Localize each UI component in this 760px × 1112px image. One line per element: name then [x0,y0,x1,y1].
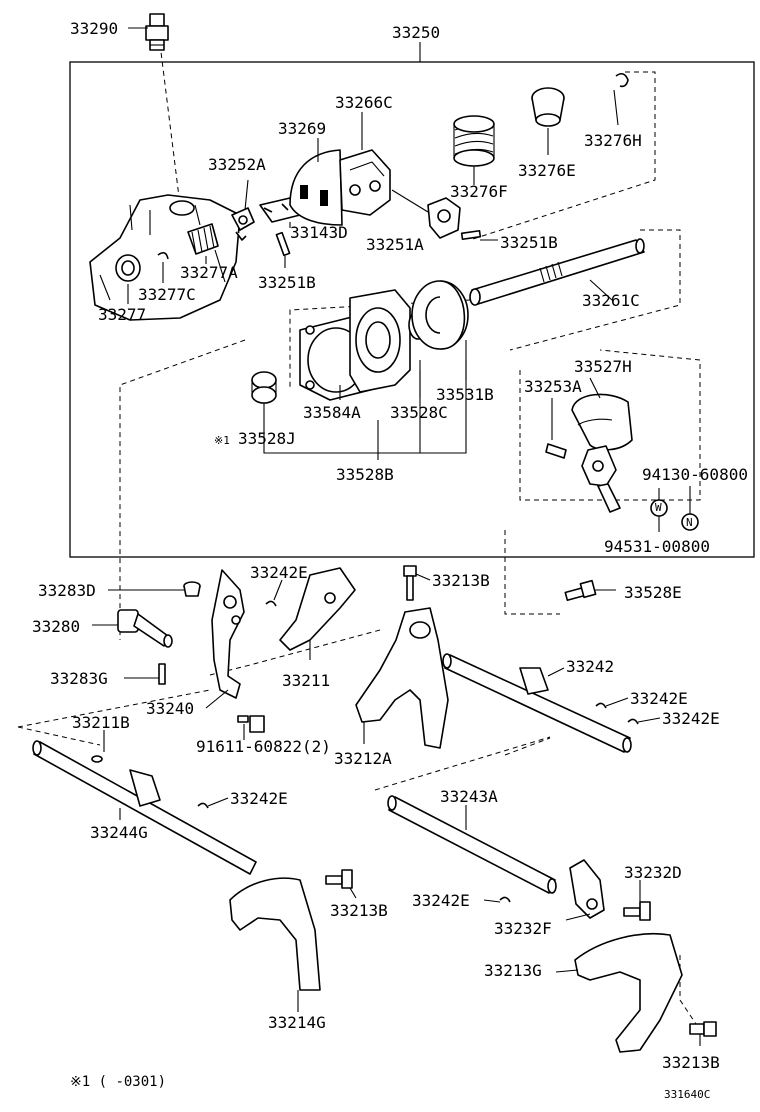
pin-33251B-mid [275,231,291,257]
bolt-33528E [564,579,597,601]
label-33242: 33242 [566,657,614,676]
part-labels: 33290 33250 33266C 33269 33276H 33252A 3… [32,19,748,1101]
pin-33251B-top [460,229,482,241]
label-33213b-a: 33213B [432,571,490,590]
spring-33276F [453,115,495,167]
label-33243a: 33243A [440,787,498,806]
label-33242e-c: 33242E [662,709,720,728]
shaft-33261C [469,238,645,306]
label-33290: 33290 [70,19,118,38]
lever-33240 [211,569,245,699]
label-33276f: 33276F [450,182,508,201]
weight-33527H [571,393,633,451]
label-33213b-c: 33213B [662,1053,720,1072]
label-33143d: 33143D [290,223,348,242]
label-33277a: 33277A [180,263,238,282]
label-33253a: 33253A [524,377,582,396]
label-33528e: 33528E [624,583,682,602]
snap-ring-33242E-b [595,702,607,709]
shaft-33244G [32,740,257,875]
label-33276h: 33276H [584,131,642,150]
bushing-33528J [251,371,277,404]
breather-plug-33290 [145,13,169,51]
arm-lever [581,445,621,513]
plug-33283D [183,581,201,597]
pin-33253A [545,443,567,459]
footnote: ※1 ( -0301) [70,1074,166,1090]
label-33528j: 33528J [238,429,296,448]
main-assembly-frame [69,42,755,558]
label-33212a: 33212A [334,749,392,768]
retainer-33528C [349,289,411,393]
pin-33283G [158,663,166,685]
badge-w: W [655,501,662,514]
bolt-33232D [623,901,651,921]
label-33283g: 33283G [50,669,108,688]
label-33276e: 33276E [518,161,576,180]
snap-ring-33242E-e [499,896,511,903]
snap-ring-33242E-c [627,718,639,725]
pin-33252A [231,207,255,241]
label-33214g: 33214G [268,1013,326,1032]
snap-ring-33276H [615,72,629,88]
label-33283d: 33283D [38,581,96,600]
label-33240: 33240 [146,699,194,718]
label-33250: 33250 [392,23,440,42]
label-33531b: 33531B [436,385,494,404]
label-33213b-b: 33213B [330,901,388,920]
cover-plate-33269 [289,149,343,226]
label-33211b: 33211B [72,713,130,732]
label-33242e-d: 33242E [230,789,288,808]
label-33244g: 33244G [90,823,148,842]
fork-33213G [574,932,683,1053]
label-33584a: 33584A [303,403,361,422]
label-33252a: 33252A [208,155,266,174]
badge-n: N [686,516,693,529]
label-91611-60822: 91611-60822(2) [196,737,331,756]
label-33528c: 33528C [390,403,448,422]
snap-ring-33242E-a [265,600,277,607]
label-33251b-top: 33251B [500,233,558,252]
label-33232f: 33232F [494,919,552,938]
cover-33531B [411,280,469,350]
label-33269: 33269 [278,119,326,138]
shaft-33243A [387,795,557,894]
label-33280: 33280 [32,617,80,636]
leader-lines [92,27,701,1046]
label-33211: 33211 [282,671,330,690]
label-33277: 33277 [98,305,146,324]
drawing-code: 331640C [664,1088,710,1101]
spring-33277A [187,223,219,255]
sensor-33280 [117,609,173,648]
label-33242e-b: 33242E [630,689,688,708]
label-33242e-e: 33242E [412,891,470,910]
block-33266C [339,149,391,216]
snap-ring-33242E-d [197,802,209,809]
label-33266c: 33266C [335,93,393,112]
bolt-91611 [237,715,265,733]
head-33232F [569,859,605,919]
seat-33276E [531,87,565,127]
lever-33251A [427,197,461,239]
label-94531-00800: 94531-00800 [604,537,710,556]
bolt-33213B-a [403,565,417,601]
shaft-33242 [442,653,632,753]
bolt-33213B-b [325,869,353,889]
label-33251a: 33251A [366,235,424,254]
label-33527h: 33527H [574,357,632,376]
label-33251b-mid: 33251B [258,273,316,292]
label-33232d: 33232D [624,863,682,882]
label-33213g: 33213G [484,961,542,980]
asterisk-mark: ※1 [214,434,230,447]
fork-33214G [229,877,321,991]
label-33528b: 33528B [336,465,394,484]
label-33277c: 33277C [138,285,196,304]
label-94130-60800: 94130-60800 [642,465,748,484]
label-33242e-a: 33242E [250,563,308,582]
bolt-33213B-c [689,1021,717,1037]
label-33261c: 33261C [582,291,640,310]
fork-33212A [355,607,449,749]
